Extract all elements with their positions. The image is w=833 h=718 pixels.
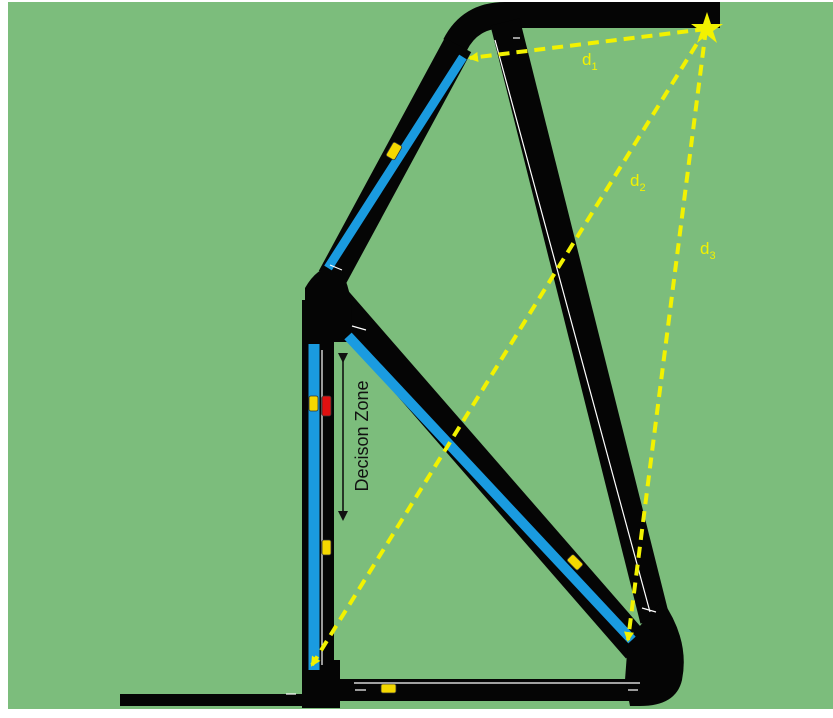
- car-yellow-2: [309, 396, 318, 411]
- decision-zone-label: Decison Zone: [352, 380, 372, 491]
- car-red: [322, 396, 331, 416]
- junction-bottom-left: [302, 660, 340, 708]
- car-yellow-3: [322, 540, 331, 555]
- car-yellow-5: [381, 684, 396, 693]
